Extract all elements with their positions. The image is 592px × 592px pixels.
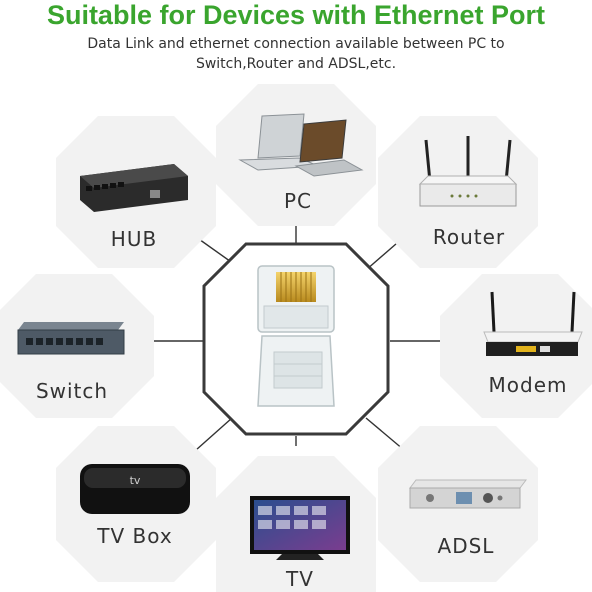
page-subtitle: Data Link and ethernet connection availa…: [87, 36, 505, 72]
ethernet-hub-icon: [80, 164, 188, 212]
device-label-router: Router: [433, 225, 505, 249]
device-label-modem: Modem: [489, 373, 568, 397]
device-label-adsl: ADSL: [438, 534, 495, 558]
page-title: Suitable for Devices with Ethernet Port: [46, 0, 546, 30]
router-icon: [418, 136, 518, 207]
svg-text:tv: tv: [130, 474, 141, 487]
modem-icon: [483, 291, 583, 356]
device-label-hub: HUB: [111, 227, 157, 251]
television-icon: [250, 496, 350, 560]
rj45-connector-icon: [257, 265, 335, 407]
device-label-tv-box: TV Box: [96, 524, 172, 548]
device-label-tv: TV: [285, 567, 314, 591]
adsl-modem-icon: [409, 479, 527, 509]
device-label-pc: PC: [284, 189, 312, 213]
device-label-switch: Switch: [36, 379, 108, 403]
tv-box-icon: tv: [80, 464, 190, 514]
laptop-icon: [238, 113, 364, 177]
network-switch-icon: [17, 322, 125, 355]
